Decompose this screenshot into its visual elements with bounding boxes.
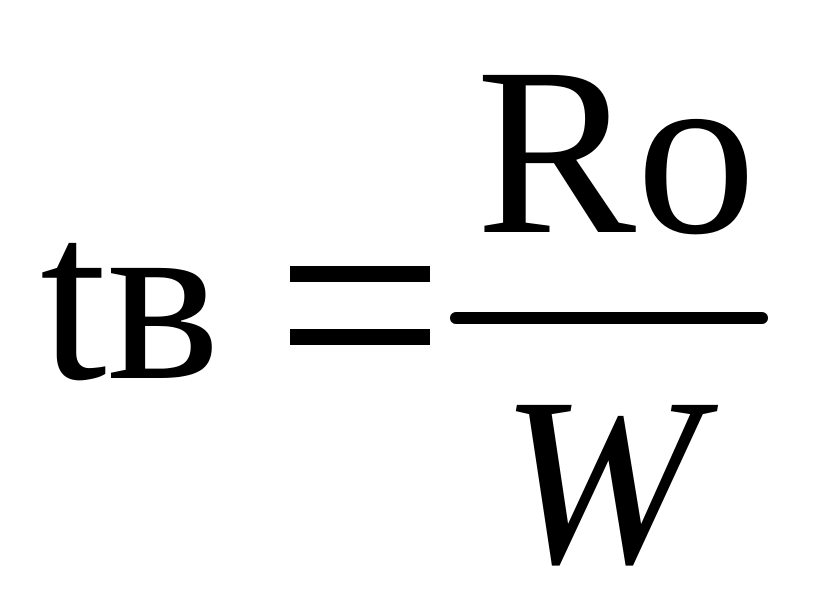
fraction-numerator: Ro xyxy=(476,18,756,284)
equals-bar-top xyxy=(290,266,430,282)
equals-sign xyxy=(290,266,430,345)
fraction-denominator: W xyxy=(500,348,719,614)
equals-bar-bottom xyxy=(290,329,430,345)
formula-lhs: tв xyxy=(40,164,220,430)
fraction-bar xyxy=(450,312,768,324)
